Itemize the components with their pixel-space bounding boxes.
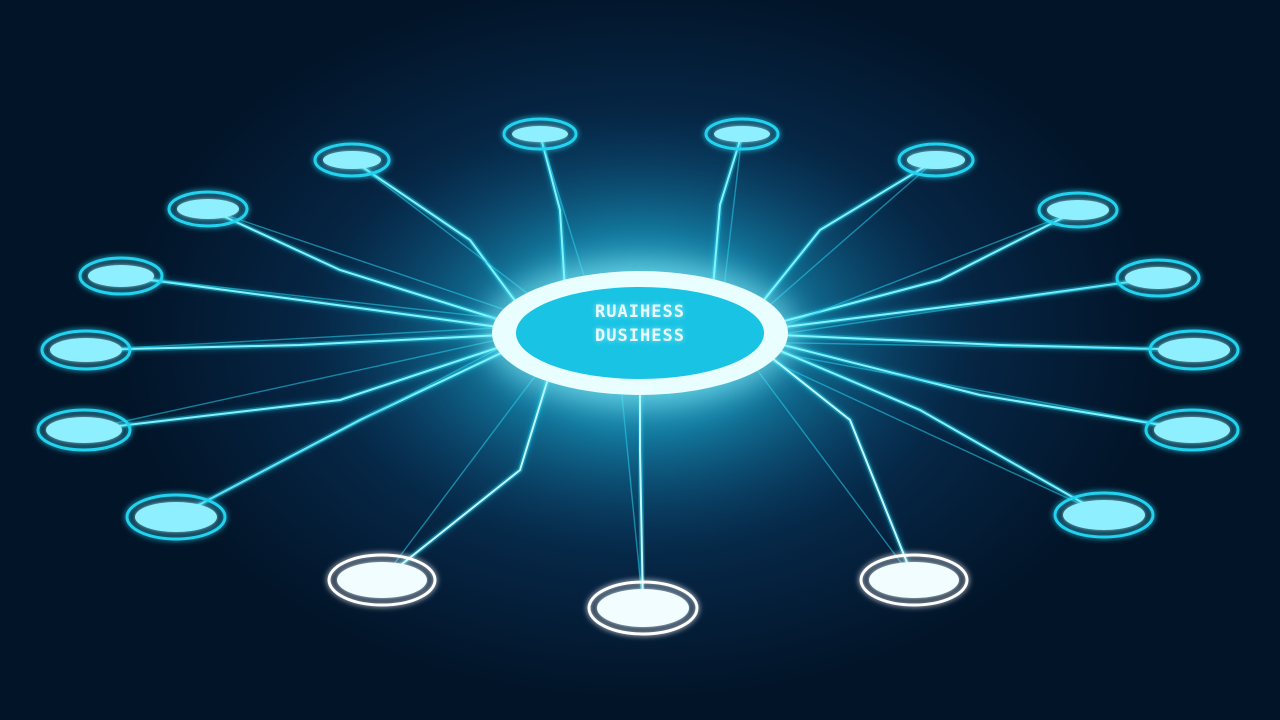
network-node-ring: [78, 256, 164, 296]
hub-node: [482, 261, 798, 405]
connection-line: [772, 346, 1105, 516]
network-node: [313, 142, 391, 178]
connection-line: [758, 159, 937, 306]
connection-line-secondary: [539, 133, 588, 286]
network-node: [125, 493, 227, 541]
network-node: [1053, 491, 1155, 539]
network-node-core: [512, 126, 568, 142]
network-node-ring: [1115, 258, 1201, 298]
connection-line: [85, 333, 503, 351]
hub-label-line-2: DUSIHESS: [595, 326, 685, 346]
connection-line-secondary: [767, 277, 1159, 337]
network-node: [502, 117, 578, 151]
outer-nodes: [36, 117, 1240, 636]
network-node-ring: [327, 553, 437, 607]
network-node-ring: [502, 117, 578, 151]
connection-line: [775, 342, 1193, 431]
connection-lines: [83, 133, 1195, 609]
network-node-core: [50, 338, 122, 362]
connection-line-secondary: [767, 209, 1079, 333]
network-node-core: [597, 589, 689, 627]
connection-line-secondary: [207, 208, 521, 316]
network-node: [40, 329, 132, 371]
network-node: [897, 142, 975, 178]
network-node-core: [907, 151, 965, 169]
network-node: [859, 553, 969, 607]
network-node-core: [323, 151, 381, 169]
connection-line-secondary: [351, 159, 539, 303]
network-node-core: [177, 199, 239, 219]
network-node: [704, 117, 780, 151]
network-node-core: [46, 417, 122, 443]
connection-line-secondary: [760, 349, 1193, 431]
network-node-core: [1154, 417, 1230, 443]
network-node-ring: [167, 190, 249, 228]
hub-core: [516, 287, 764, 379]
network-node: [1144, 408, 1240, 452]
connection-line: [381, 374, 551, 581]
connection-line-secondary: [381, 366, 543, 581]
network-node-ring: [1148, 329, 1240, 371]
network-node-ring: [859, 553, 969, 607]
network-node-core: [869, 562, 959, 598]
connection-line-secondary: [85, 326, 513, 351]
connection-line-secondary: [765, 341, 1195, 351]
connection-line-secondary: [749, 359, 915, 581]
network-node-core: [1158, 338, 1230, 362]
hub-label: RUAIHESS DUSIHESS: [540, 300, 740, 348]
network-node-ring: [313, 142, 391, 178]
connection-line-secondary: [120, 275, 516, 321]
network-node: [1037, 191, 1119, 229]
network-node-core: [88, 265, 154, 287]
connection-line-secondary: [620, 384, 644, 609]
connection-line: [639, 389, 644, 609]
network-node-ring: [1037, 191, 1119, 229]
network-node-core: [1047, 200, 1109, 220]
network-node: [78, 256, 164, 296]
network-node-ring: [36, 408, 132, 452]
connection-line: [539, 133, 566, 287]
network-node: [36, 408, 132, 452]
network-node-core: [337, 562, 427, 598]
network-node-core: [1063, 500, 1145, 530]
network-node-ring: [1144, 408, 1240, 452]
network-node: [327, 553, 437, 607]
connection-line: [351, 159, 520, 307]
connection-line: [712, 133, 743, 286]
network-node: [167, 190, 249, 228]
connection-line: [775, 209, 1079, 325]
connection-line: [83, 344, 506, 431]
network-node: [1115, 258, 1201, 298]
network-node-core: [135, 502, 217, 532]
network-node-ring: [897, 142, 975, 178]
network-node-ring: [125, 493, 227, 541]
network-node-ring: [587, 580, 699, 636]
network-node-core: [714, 126, 770, 142]
connection-line-secondary: [756, 353, 1105, 516]
connection-line: [207, 208, 506, 323]
network-node: [1148, 329, 1240, 371]
connection-line-secondary: [175, 340, 514, 518]
network-node: [587, 580, 699, 636]
network-node-ring: [1053, 491, 1155, 539]
network-node-ring: [704, 117, 780, 151]
connection-line-secondary: [758, 159, 937, 315]
connection-line-secondary: [83, 335, 513, 431]
connection-line-secondary: [722, 133, 743, 294]
network-node-ring: [40, 329, 132, 371]
connection-line: [120, 275, 503, 329]
network-node-core: [1125, 267, 1191, 289]
hub-label-line-1: RUAIHESS: [595, 302, 685, 322]
connection-line: [766, 353, 915, 581]
